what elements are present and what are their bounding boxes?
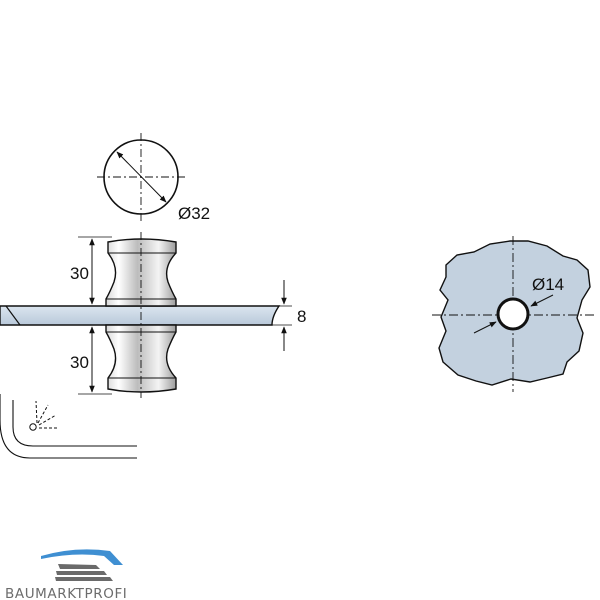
logo-roof-icon — [41, 549, 123, 565]
symbol-inner-frame — [12, 400, 137, 447]
knob-diameter-label: Ø32 — [178, 204, 210, 223]
hole-diameter-label: Ø14 — [532, 275, 564, 294]
brand-logo[interactable]: BAUMARKTPROFI — [5, 549, 127, 600]
upper-knob-body — [105, 238, 177, 307]
logo-stripe-2 — [56, 571, 107, 575]
light-rays-icon — [35, 400, 58, 429]
installation-symbol — [0, 394, 137, 459]
hole-arrow-left — [473, 321, 497, 334]
light-source-dot — [29, 423, 37, 431]
hole-arrow-right — [530, 294, 554, 307]
logo-stripe-1 — [58, 564, 100, 569]
logo-stripe-3 — [55, 577, 113, 581]
diameter-dimension-line — [116, 151, 167, 203]
lower-height-label: 30 — [70, 353, 89, 372]
height-dimensions: 30 30 — [70, 236, 112, 395]
glass-panel-side — [0, 305, 281, 326]
glass-thickness-label: 8 — [297, 307, 306, 326]
hole-detail-view: Ø14 — [432, 236, 596, 392]
lower-knob-body — [105, 324, 177, 393]
brand-name: BAUMARKTPROFI — [5, 586, 127, 600]
knob-top-view: Ø32 — [97, 133, 210, 223]
symbol-outer-frame — [0, 394, 137, 459]
thickness-dimension: 8 — [266, 280, 306, 351]
drill-hole — [496, 297, 530, 331]
upper-height-label: 30 — [70, 264, 89, 283]
glass-edge-bevel — [5, 305, 21, 326]
glass-panel — [0, 305, 281, 326]
